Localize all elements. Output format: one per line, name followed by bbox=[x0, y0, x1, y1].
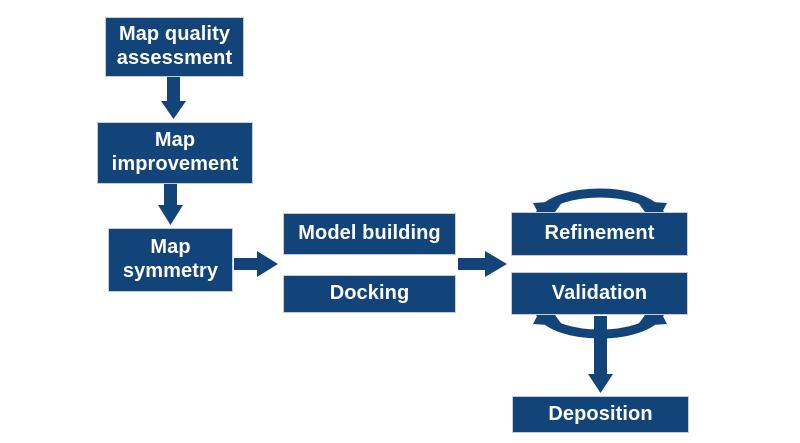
node-refinement[interactable]: Refinement bbox=[511, 212, 688, 256]
arrow-symmetry-to-building bbox=[234, 251, 278, 277]
node-map-symmetry[interactable]: Map symmetry bbox=[108, 228, 233, 292]
node-validation[interactable]: Validation bbox=[511, 272, 688, 315]
arrow-validation-to-deposition bbox=[588, 316, 613, 393]
arrow-improvement-to-symmetry bbox=[158, 184, 183, 225]
arrow-quality-to-improvement bbox=[161, 77, 186, 119]
arrow-building-to-refinement bbox=[458, 251, 507, 277]
node-model-building[interactable]: Model building bbox=[283, 213, 456, 255]
node-docking[interactable]: Docking bbox=[283, 275, 456, 313]
node-map-quality-assessment[interactable]: Map quality assessment bbox=[105, 17, 244, 77]
node-deposition[interactable]: Deposition bbox=[512, 396, 689, 433]
node-map-improvement[interactable]: Map improvement bbox=[97, 122, 253, 184]
